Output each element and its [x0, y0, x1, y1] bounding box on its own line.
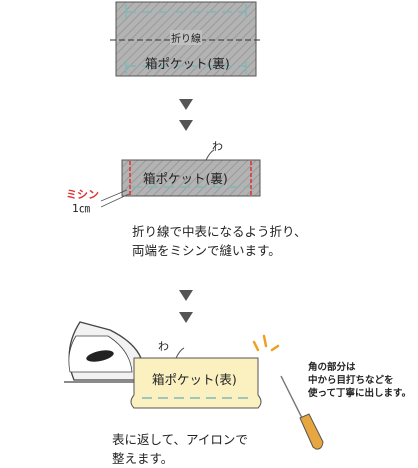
iron-illustration: [64, 321, 146, 383]
step3-instruction-line2: 整えます。: [112, 451, 174, 466]
step2-pocket-label: 箱ポケット(裏): [143, 171, 228, 186]
down-arrow-2a: [179, 290, 193, 301]
step2-wa-label: わ: [212, 140, 223, 153]
sewing-leader-1: [100, 189, 128, 202]
step2-instruction-line1: 折り線で中表になるよう折り、: [132, 224, 307, 239]
down-arrow-1b: [179, 120, 193, 131]
step3-wa-label: わ: [158, 340, 169, 353]
step1-pocket-piece: [115, 1, 257, 77]
corner-note-line1: 角の部分は: [308, 362, 356, 373]
step1-pocket-label: 箱ポケット(裏): [145, 56, 230, 71]
sewing-label: ミシン: [66, 188, 99, 201]
step2-folded-piece: [121, 149, 261, 197]
corner-note-line2: 中から目打ちなどを: [308, 375, 394, 386]
awl-icon: [280, 375, 324, 450]
down-arrow-2b: [179, 312, 193, 323]
corner-burst-icon: [252, 334, 280, 352]
corner-note-line3: 使って丁寧に出します。: [308, 388, 412, 399]
step3-pocket-front: [130, 347, 262, 409]
step3-instruction-line1: 表に返して、アイロンで: [112, 432, 248, 447]
fold-line-label: 折り線: [170, 30, 202, 45]
step3-pocket-label: 箱ポケット(表): [152, 372, 237, 387]
step2-instruction-line2: 両端をミシンで縫います。: [132, 243, 281, 258]
seam-width-label: 1㎝: [72, 202, 90, 215]
down-arrow-1a: [179, 99, 193, 110]
sewing-leader-2: [100, 193, 130, 208]
